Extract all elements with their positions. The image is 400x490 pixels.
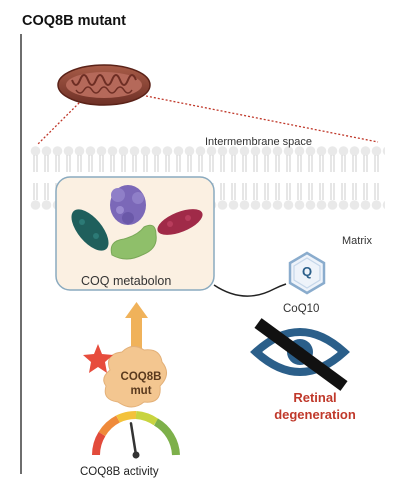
protein-purple-icon [110, 185, 146, 225]
crossed-eye-icon [250, 318, 350, 391]
activity-gauge-icon [92, 411, 180, 459]
metabolon-box [55, 176, 215, 291]
left-divider [20, 34, 22, 474]
mutation-star-icon [83, 344, 113, 373]
protein-crimson-icon [157, 209, 203, 235]
matrix-label: Matrix [342, 235, 372, 247]
zoom-line-left [37, 99, 83, 145]
outcome-label-line2: degeneration [274, 407, 356, 422]
mutant-label-line1: COQ8B [120, 371, 162, 383]
protein-teal-icon [71, 209, 109, 251]
connector-line [213, 283, 287, 297]
mitochondrion-icon [57, 64, 151, 106]
coq10-glyph: Q [301, 264, 313, 279]
intermembrane-space-label: Intermembrane space [205, 136, 312, 148]
page-title: COQ8B mutant [22, 13, 126, 29]
protein-green-icon [110, 224, 157, 260]
coq10-label: CoQ10 [283, 303, 320, 315]
upward-arrow [125, 302, 148, 353]
activity-label: COQ8B activity [80, 466, 159, 478]
mutant-protein-icon [103, 346, 167, 408]
outcome-label-line1: Retinal [293, 390, 337, 405]
quinone-hexagon-icon [288, 251, 326, 295]
zoom-line-right [145, 95, 379, 143]
gauge-needle [129, 422, 140, 459]
metabolon-label: COQ metabolon [81, 274, 172, 288]
mutant-label-line2: mut [130, 385, 152, 397]
